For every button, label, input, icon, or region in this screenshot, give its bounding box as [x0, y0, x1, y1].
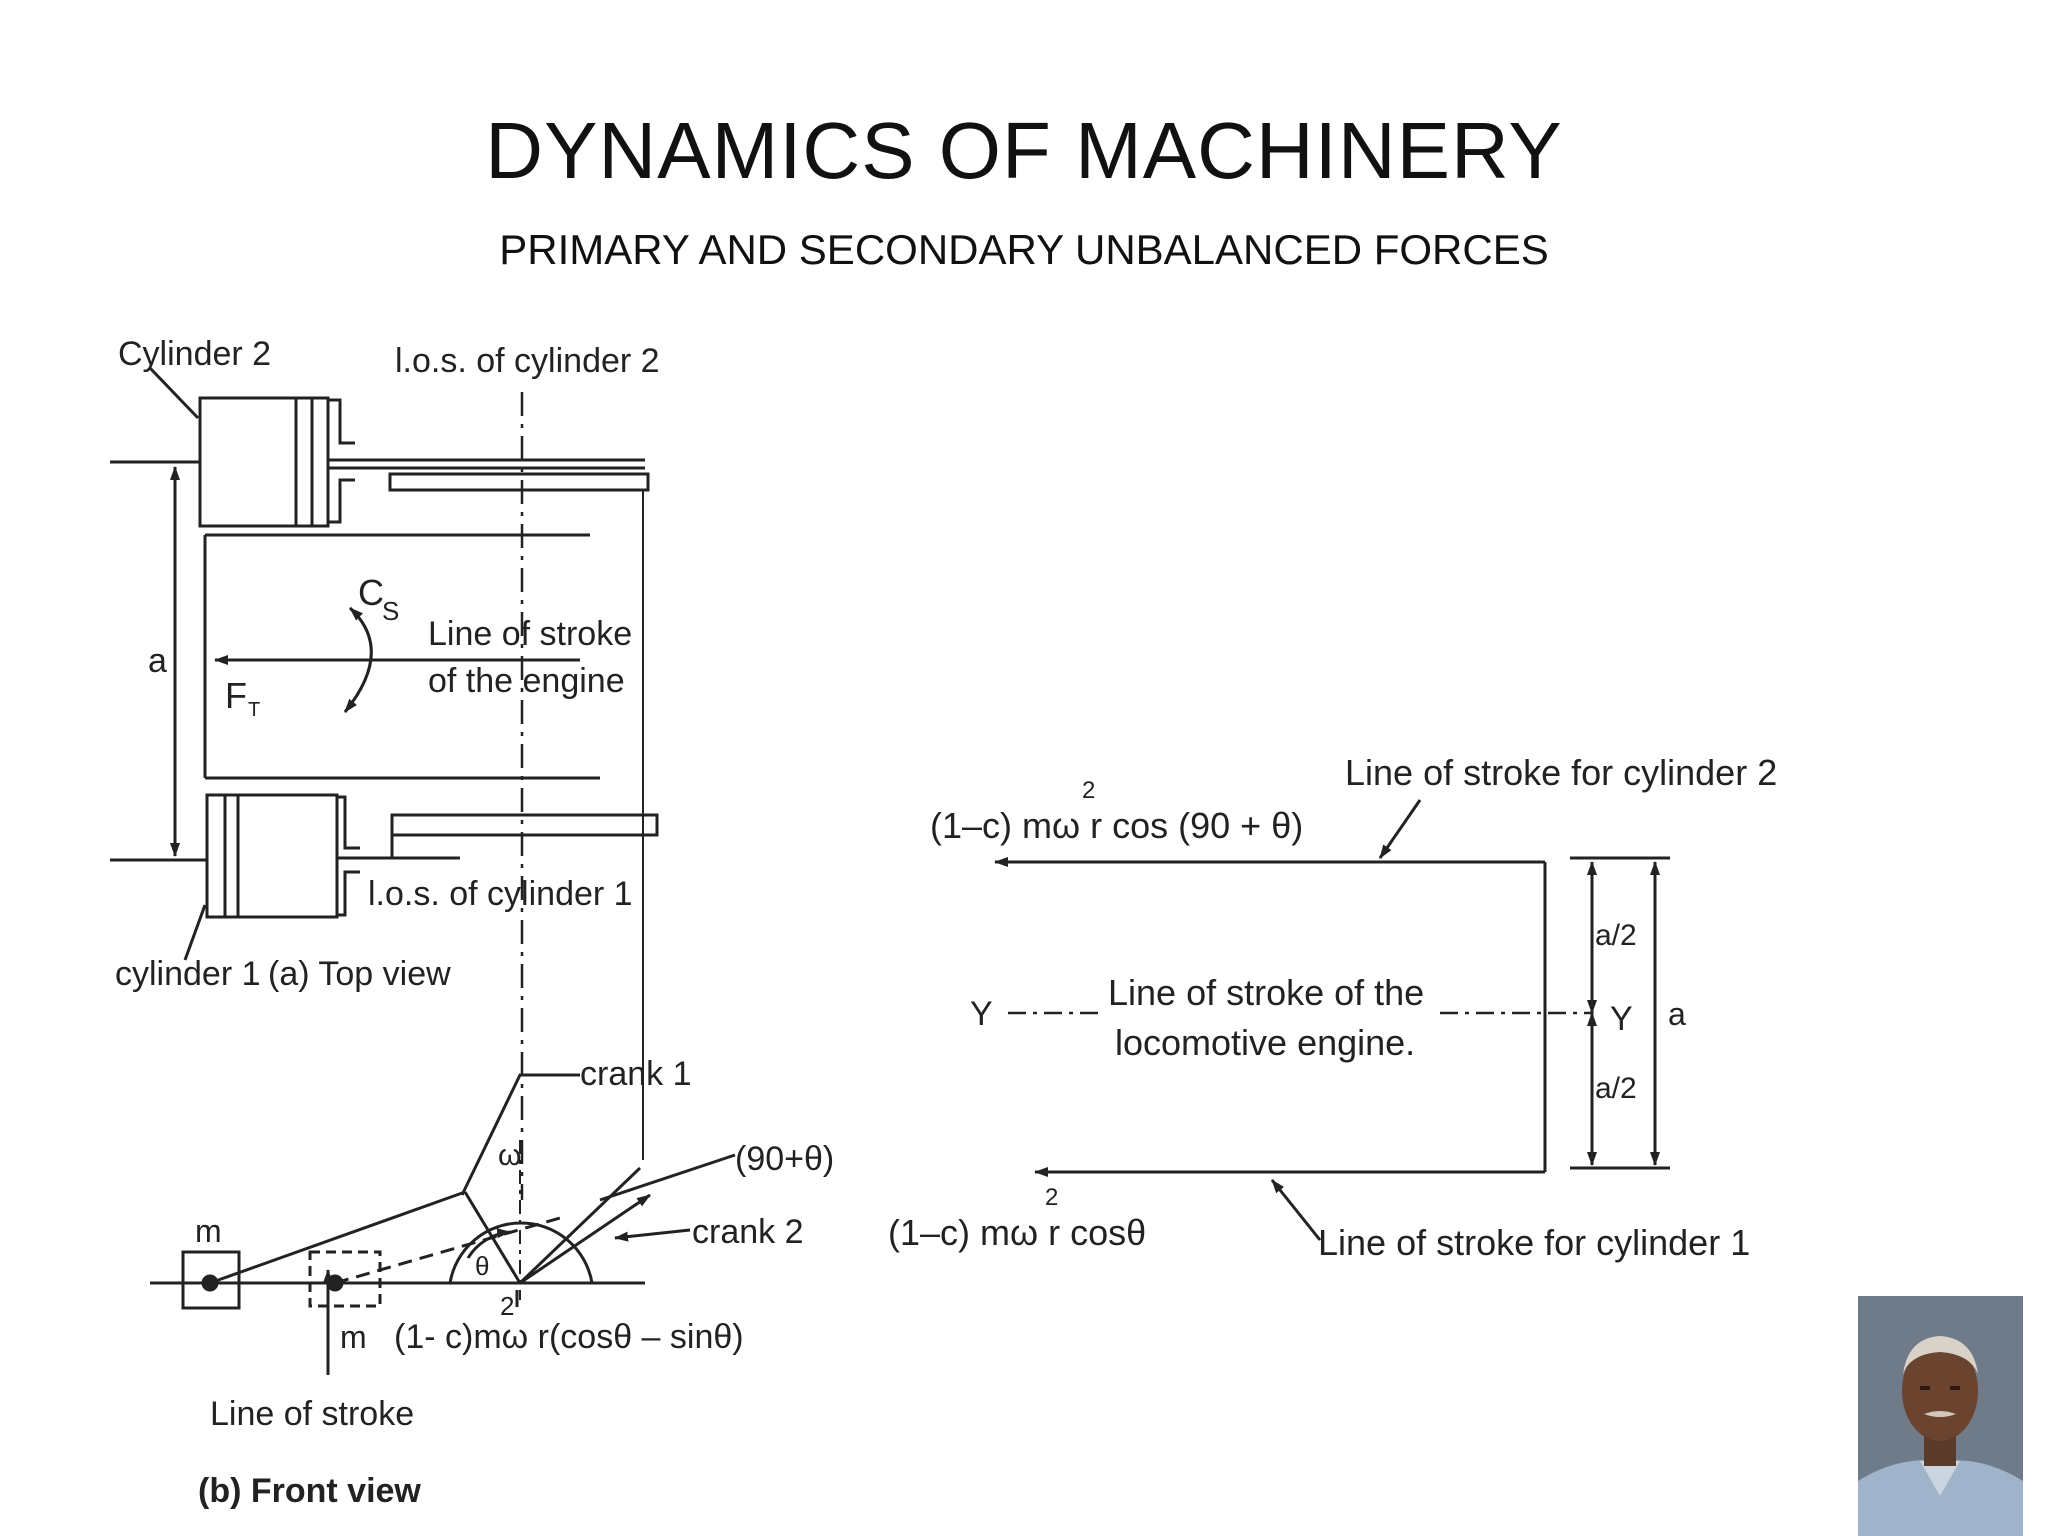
top-view: [110, 366, 659, 1200]
y-right-label: Y: [1610, 1000, 1633, 1038]
force-cylinder-1-expression: (1–c) mω r cosθ: [888, 1212, 1146, 1253]
force-cylinder-2-expression: (1–c) mω r cos (90 + θ): [930, 805, 1303, 846]
crank-2-label: crank 2: [692, 1213, 804, 1251]
center-line-label-1: Line of stroke of the: [1108, 972, 1424, 1013]
dimension-a-label: a: [148, 642, 167, 680]
omega-label: ω: [498, 1139, 521, 1172]
slide-title: DYNAMICS OF MACHINERY: [485, 106, 1563, 195]
center-line-label-2: locomotive engine.: [1115, 1022, 1415, 1063]
couple-cs-subscript: S: [382, 596, 399, 626]
line-of-stroke-cylinder-2-label: Line of stroke for cylinder 2: [1345, 752, 1777, 793]
los-cylinder-1-label: l.o.s. of cylinder 1: [368, 875, 633, 913]
slide-subtitle: PRIMARY AND SECONDARY UNBALANCED FORCES: [499, 226, 1549, 273]
right-diagram: [994, 799, 1670, 1241]
top-view-caption: (a) Top view: [268, 955, 451, 993]
front-force-expression: (1- c)mω r(cosθ – sinθ): [394, 1318, 744, 1356]
theta-label: θ: [475, 1251, 489, 1281]
force-ft-label: F: [225, 675, 247, 716]
line-of-stroke-cylinder-1-label: Line of stroke for cylinder 1: [1318, 1222, 1750, 1263]
mass-box-left: [181, 1250, 241, 1310]
line-of-stroke-label-1: Line of stroke: [428, 615, 632, 653]
front-line-of-stroke-label: Line of stroke: [210, 1395, 414, 1433]
presenter-photo: [1858, 1296, 2023, 1536]
angle-90-theta-label: (90+θ): [735, 1140, 834, 1178]
dimension-a-right-label: a: [1668, 996, 1686, 1032]
front-view-labels: crank 1 ω (90+θ) crank 2 θ m m 2 (1- c)m…: [195, 1055, 834, 1510]
front-view-caption: (b) Front view: [198, 1472, 421, 1510]
line-of-stroke-label-2: of the engine: [428, 662, 625, 700]
front-view: [150, 1073, 736, 1375]
crank-1-label: crank 1: [580, 1055, 692, 1093]
couple-cs-label: C: [358, 572, 384, 613]
mass-m-right-label: m: [340, 1319, 367, 1355]
cylinder-2-body: [198, 396, 330, 528]
half-a-bottom-label: a/2: [1595, 1072, 1637, 1105]
los-cylinder-2-label: l.o.s. of cylinder 2: [395, 342, 660, 380]
cylinder-1-label: cylinder 1: [115, 955, 261, 993]
force-ft-subscript: T: [248, 699, 260, 721]
cylinder-1-body: [205, 793, 339, 919]
y-left-label: Y: [970, 995, 993, 1033]
crank-superscript-2: 2: [500, 1291, 514, 1321]
half-a-top-label: a/2: [1595, 919, 1637, 952]
cylinder-2-label: Cylinder 2: [118, 335, 271, 373]
right-diagram-labels: (1–c) mω r cos (90 + θ) 2 Line of stroke…: [888, 752, 1777, 1263]
force-cylinder-1-exponent: 2: [1045, 1184, 1058, 1211]
force-cylinder-2-exponent: 2: [1082, 777, 1095, 804]
mass-m-left-label: m: [195, 1213, 222, 1249]
top-view-labels: Cylinder 2 l.o.s. of cylinder 2 a C S F …: [115, 335, 660, 993]
